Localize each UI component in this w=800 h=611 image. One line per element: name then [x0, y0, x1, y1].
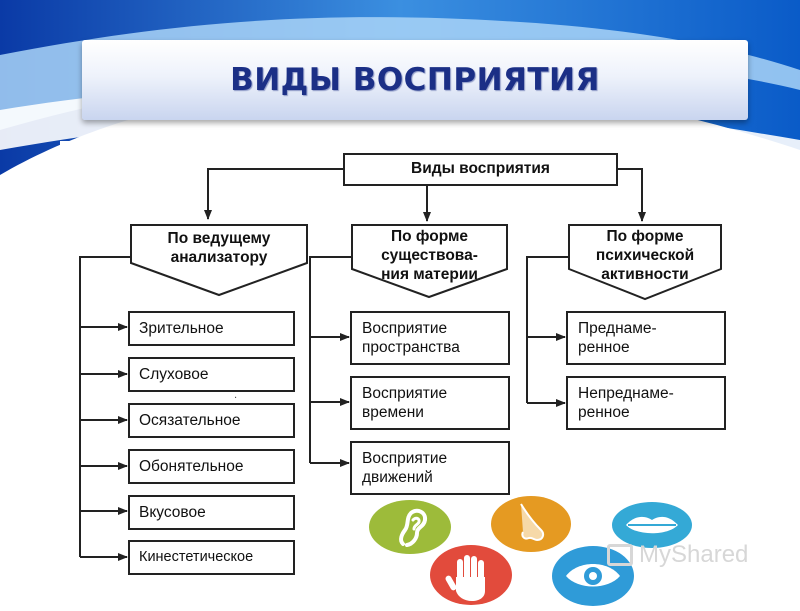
item-3-1: Преднаме- ренное	[578, 320, 657, 356]
item-2-3: Восприятие движений	[362, 450, 448, 486]
item-box-3-2	[566, 376, 726, 430]
item-box-1-2	[128, 357, 295, 392]
svg-text:·: ·	[234, 393, 237, 404]
root-connector-right	[617, 168, 646, 222]
bracket-3	[526, 256, 569, 403]
item-box-2-1	[350, 311, 510, 365]
lips-icon	[612, 502, 692, 548]
item-box-1-1	[128, 311, 295, 346]
item-box-2-2	[350, 376, 510, 430]
root-node: Виды восприятия	[411, 160, 550, 177]
item-1-5: Вкусовое	[139, 504, 206, 521]
item-1-4: Обонятельное	[139, 458, 244, 475]
category-box-3	[568, 224, 722, 301]
root-node-box	[343, 153, 618, 186]
item-1-1: Зрительное	[139, 320, 224, 337]
title-banner: ВИДЫ ВОСПРИЯТИЯ	[82, 40, 748, 120]
bracket-1	[79, 256, 131, 557]
item-box-1-3	[128, 403, 295, 438]
category-title-2: По форме существова- ния материи	[381, 228, 478, 283]
diagram-lines: ·	[79, 153, 726, 575]
item-1-3: Осязательное	[139, 412, 241, 429]
item-2-2: Восприятие времени	[362, 385, 448, 421]
hand-icon	[430, 545, 512, 605]
root-connector-left	[204, 168, 344, 220]
item-box-3-1	[566, 311, 726, 365]
item-box-2-3	[350, 441, 510, 495]
category-box-2	[351, 224, 508, 299]
category-title-1: По ведущему анализатору	[167, 230, 271, 266]
item-box-1-4	[128, 449, 295, 484]
ear-icon	[369, 500, 451, 554]
item-2-1: Восприятие пространства	[362, 320, 460, 356]
eye-icon	[552, 546, 634, 606]
item-box-1-5	[128, 495, 295, 530]
item-1-2: Слуховое	[139, 366, 209, 383]
page-title: ВИДЫ ВОСПРИЯТИЯ	[230, 62, 600, 98]
watermark: MyShared	[607, 540, 748, 570]
bracket-2	[309, 256, 352, 463]
category-title-3: По форме психической активности	[595, 228, 695, 283]
item-3-2: Непреднаме- ренное	[578, 385, 674, 421]
watermark-logo-icon	[607, 544, 633, 566]
nose-icon	[491, 496, 571, 552]
item-1-6: Кинестетическое	[139, 549, 254, 565]
watermark-text: MyShared	[639, 541, 749, 568]
item-box-1-6	[128, 540, 295, 575]
